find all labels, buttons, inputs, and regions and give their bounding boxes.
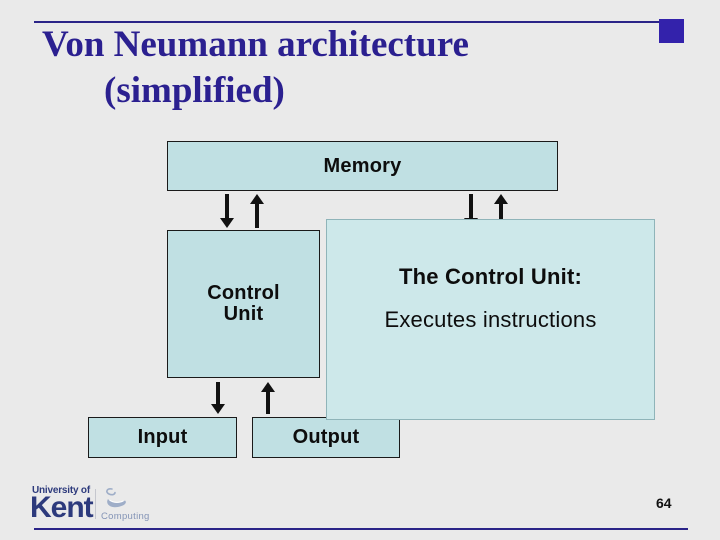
control-unit-box: Control Unit — [167, 230, 320, 378]
page-title: Von Neumann architecture (simplified) — [42, 22, 469, 114]
title-rule — [34, 21, 659, 23]
arrow-shaft — [499, 202, 503, 228]
logo-divider — [95, 489, 96, 519]
footer-rule — [34, 528, 688, 530]
arrow-shaft — [469, 194, 473, 220]
control-unit-callout: The Control Unit: Executes instructions — [326, 219, 655, 420]
arrow-head — [261, 382, 275, 392]
arrow-down-icon — [211, 382, 225, 414]
input-box: Input — [88, 417, 237, 458]
control-unit-label-line2: Unit — [223, 303, 264, 325]
arrow-up-icon — [261, 382, 275, 414]
callout-body: Executes instructions — [384, 307, 597, 332]
page-title-line1: Von Neumann architecture — [42, 24, 469, 65]
page-title-line2: (simplified) — [104, 70, 285, 111]
arrow-shaft — [216, 382, 220, 406]
arrow-shaft — [225, 194, 229, 220]
memory-box: Memory — [167, 141, 558, 191]
arrow-head — [250, 194, 264, 204]
output-label: Output — [292, 426, 360, 448]
arrow-shaft — [266, 390, 270, 414]
arrow-down-icon — [220, 194, 234, 228]
logo-department-label: Computing — [101, 511, 150, 522]
arrow-head — [220, 218, 234, 228]
arrow-head — [494, 194, 508, 204]
arrow-up-icon — [494, 194, 508, 228]
kent-swan-icon — [102, 487, 134, 515]
memory-label: Memory — [323, 154, 402, 177]
arrow-shaft — [255, 202, 259, 228]
control-unit-label-line1: Control — [207, 282, 280, 304]
page-number: 64 — [656, 495, 672, 511]
arrow-up-icon — [250, 194, 264, 228]
callout-heading: The Control Unit: — [398, 264, 583, 289]
university-of-kent-logo-text-big: Kent — [30, 491, 94, 524]
arrow-head — [211, 404, 225, 414]
university-of-kent-logo-text-small: University of — [32, 485, 90, 496]
output-box: Output — [252, 417, 400, 458]
input-label: Input — [137, 426, 188, 448]
accent-square — [659, 19, 684, 43]
